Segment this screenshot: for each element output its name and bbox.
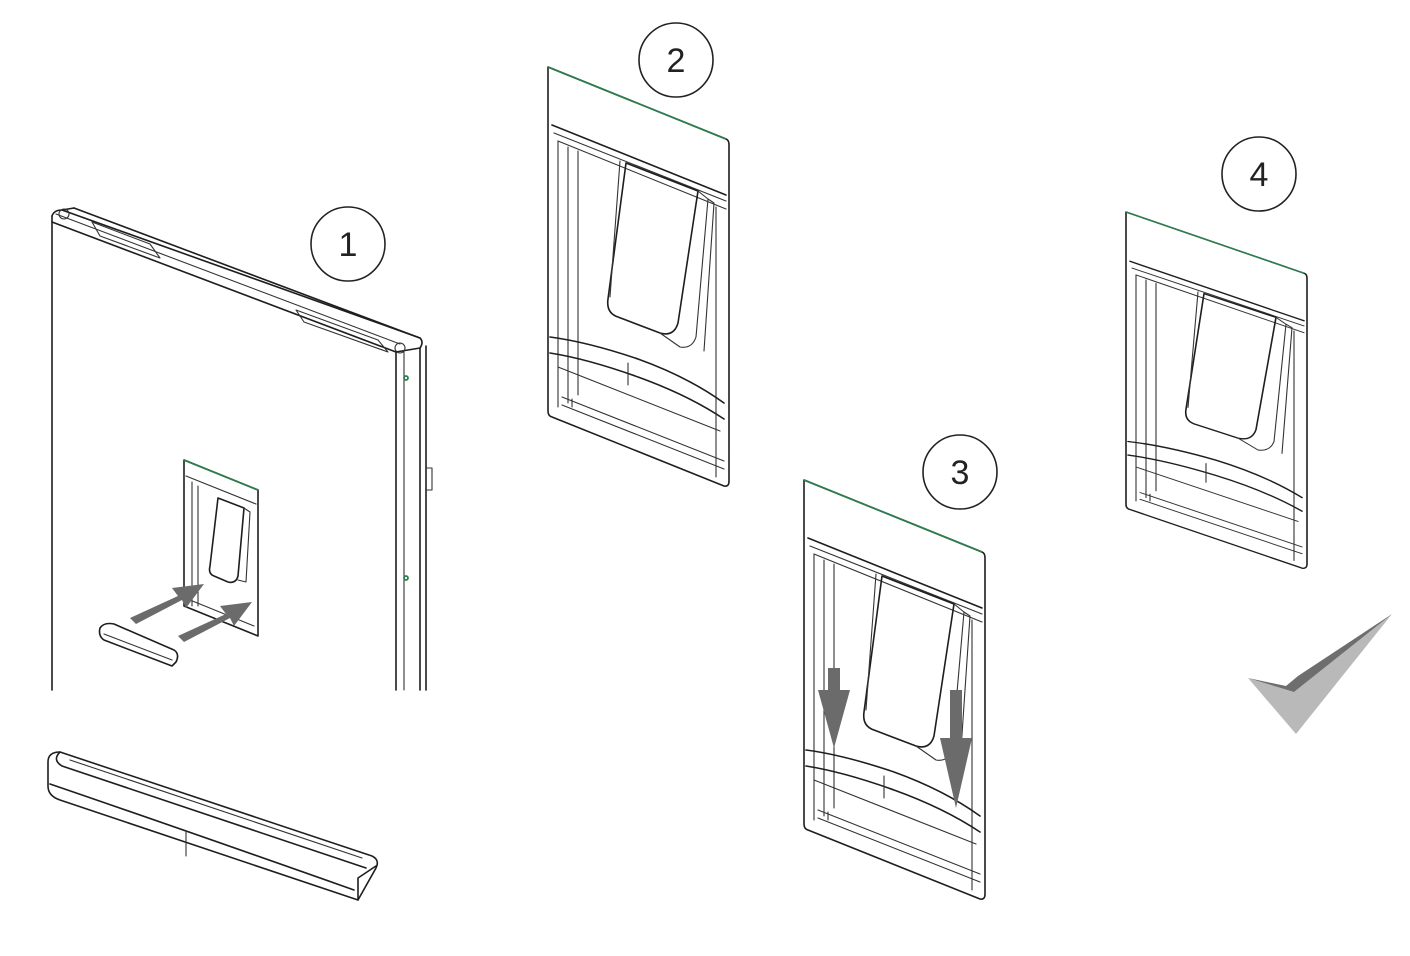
step-2-label: 2 (638, 22, 714, 98)
svg-text:2: 2 (667, 42, 686, 80)
svg-text:3: 3 (951, 454, 970, 492)
step-1-label: 1 (310, 206, 386, 282)
arrow-right-icon (130, 584, 252, 642)
checkmark-icon (1248, 614, 1392, 734)
arrow-down-icon (818, 668, 972, 808)
svg-text:1: 1 (339, 226, 358, 264)
step-3-label: 3 (922, 434, 998, 510)
large-drip-tray (47, 751, 379, 901)
refrigerator-door (51, 207, 433, 691)
small-drip-tray (98, 622, 179, 667)
svg-text:4: 4 (1250, 156, 1269, 194)
mini-dispenser (183, 459, 259, 637)
dispenser-panel-step-4 (1125, 211, 1308, 570)
step-4-label: 4 (1221, 136, 1297, 212)
dispenser-panel-step-2 (547, 66, 730, 488)
